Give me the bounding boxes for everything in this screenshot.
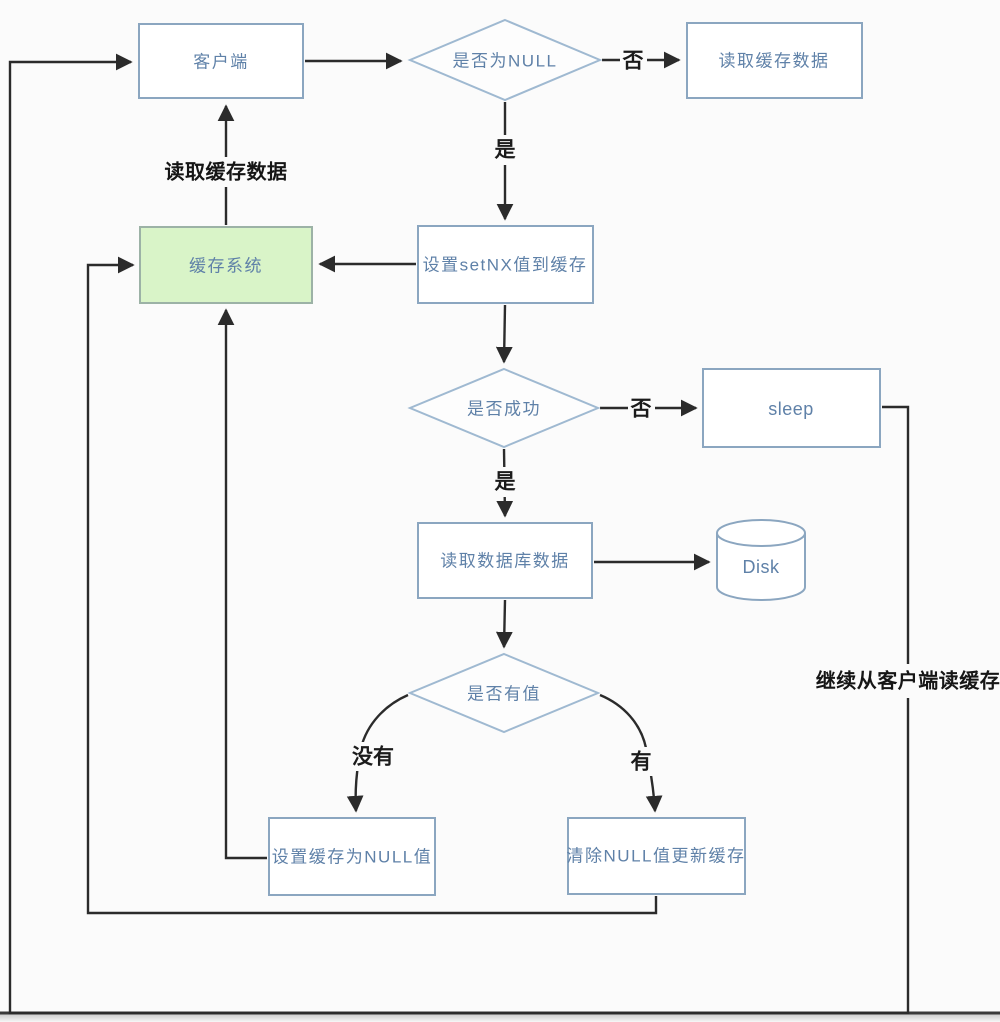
node-box — [702, 368, 881, 448]
edge-read-db-to-check-value — [495, 599, 513, 649]
label-bg — [347, 742, 399, 771]
node-cache-system: 缓存系统 — [139, 226, 313, 304]
node-check-success-label: 是否成功 — [467, 399, 541, 418]
label-value-none: 没有 — [352, 745, 394, 769]
edge-label-success-no: 否 — [628, 394, 655, 423]
label-bg — [162, 157, 291, 187]
node-cache-system-label: 缓存系统 — [189, 256, 263, 275]
decision-diamond — [407, 652, 601, 734]
edge-label-read-cache-data: 读取缓存数据 — [162, 157, 291, 187]
label-bg — [816, 664, 1000, 698]
node-box — [417, 522, 593, 599]
node-read-db-label: 读取数据库数据 — [440, 551, 570, 570]
node-set-setnx-label: 设置setNX值到缓存 — [423, 255, 588, 274]
edge-clear-null-to-cache-system — [86, 256, 658, 915]
edge-label-null-yes: 是 — [491, 135, 519, 165]
label-null-no: 否 — [623, 50, 644, 73]
edge-label-value-has: 有 — [627, 747, 655, 776]
disk-cylinder-top — [716, 519, 806, 547]
label-bg — [620, 46, 647, 75]
node-box — [268, 817, 436, 896]
edge-set-setnx-to-check-success — [495, 304, 513, 364]
node-box-green — [139, 226, 313, 304]
node-set-setnx: 设置setNX值到缓存 — [417, 225, 594, 304]
node-check-success: 是否成功 — [407, 367, 601, 449]
label-bg — [627, 747, 655, 776]
bottom-shadow-band — [0, 1014, 1000, 1022]
node-box — [417, 225, 594, 304]
node-check-value: 是否有值 — [407, 652, 601, 734]
node-check-null: 是否为NULL — [407, 18, 603, 102]
node-clear-null-label: 清除NULL值更新缓存 — [567, 846, 746, 865]
label-bg — [491, 467, 519, 497]
label-success-yes: 是 — [495, 471, 516, 494]
node-sleep-label: sleep — [768, 399, 814, 419]
label-bg — [491, 135, 519, 165]
node-read-db: 读取数据库数据 — [417, 522, 593, 599]
edge-label-continue-read-cache: 继续从客户端读缓存 — [816, 664, 1000, 698]
label-read-cache-data: 读取缓存数据 — [165, 159, 288, 183]
node-disk: Disk — [716, 519, 806, 601]
edge-label-value-none: 没有 — [347, 742, 399, 771]
edge-set-null-to-cache-system — [217, 308, 267, 860]
label-continue-read-cache: 继续从客户端读缓存 — [816, 668, 1000, 692]
node-read-cache: 读取缓存数据 — [686, 22, 863, 99]
label-success-no: 否 — [631, 398, 652, 421]
node-set-null-label: 设置缓存为NULL值 — [272, 847, 432, 866]
node-client-label: 客户端 — [193, 52, 249, 71]
node-set-null: 设置缓存为NULL值 — [268, 817, 436, 896]
disk-cylinder-body — [716, 533, 806, 601]
node-box — [138, 23, 304, 99]
node-client: 客户端 — [138, 23, 304, 99]
node-sleep: sleep — [702, 368, 881, 448]
label-bg — [628, 394, 655, 423]
label-null-yes: 是 — [495, 139, 516, 162]
edge-label-null-no: 否 — [620, 46, 647, 75]
node-disk-label: Disk — [743, 557, 780, 577]
node-box — [567, 817, 746, 895]
edge-label-success-yes: 是 — [491, 467, 519, 497]
decision-diamond — [407, 367, 601, 449]
node-check-null-label: 是否为NULL — [453, 51, 558, 70]
node-read-cache-label: 读取缓存数据 — [719, 51, 830, 70]
edge-sleep-loop-to-client — [8, 53, 910, 1015]
node-clear-null: 清除NULL值更新缓存 — [567, 817, 746, 895]
node-check-value-label: 是否有值 — [467, 684, 541, 703]
label-value-has: 有 — [631, 750, 652, 774]
decision-diamond — [407, 18, 603, 102]
node-box — [686, 22, 863, 99]
